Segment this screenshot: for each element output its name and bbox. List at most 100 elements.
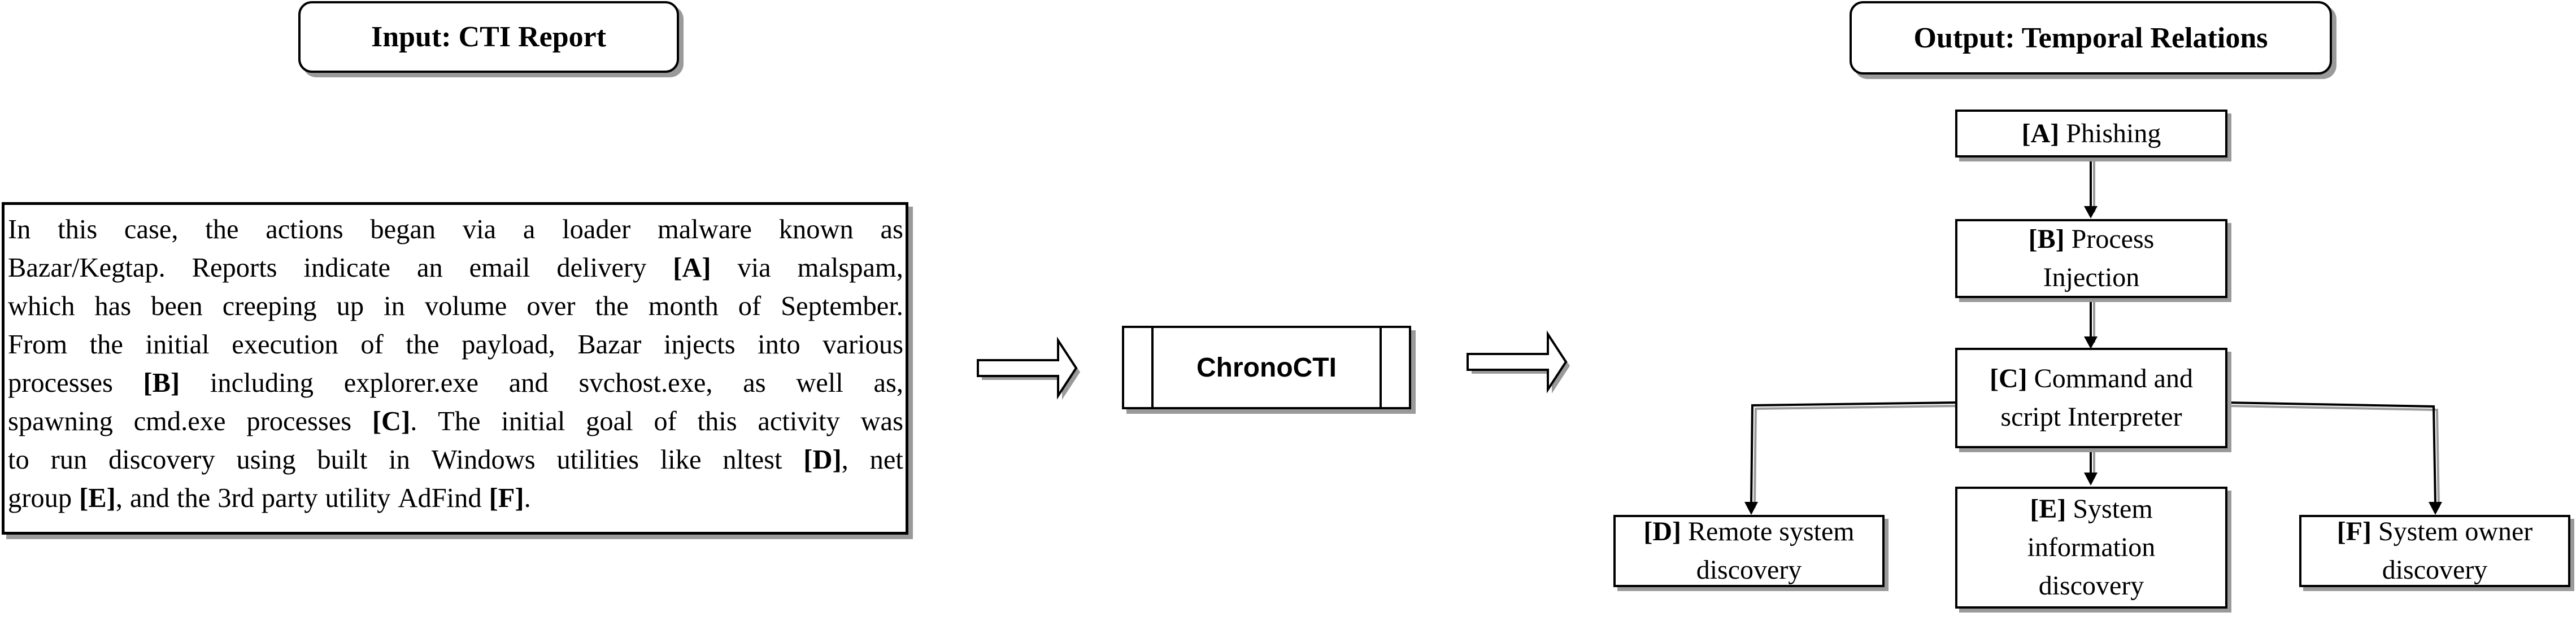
report-word: to — [8, 445, 29, 475]
report-word: using — [236, 445, 296, 475]
report-word: of — [654, 406, 677, 436]
report-word: execution — [232, 330, 338, 360]
report-word: as — [880, 215, 903, 244]
report-word: loader — [562, 215, 631, 244]
report-word: the — [89, 330, 123, 360]
node-text: Command and — [2034, 364, 2193, 393]
report-word: group — [8, 483, 72, 513]
report-word: creeping — [222, 291, 317, 321]
node-label: [A] Phishing — [2022, 115, 2161, 153]
report-word: 3rd — [217, 483, 254, 513]
report-word: net — [869, 445, 903, 475]
report-word: goal — [586, 406, 633, 436]
report-word: been — [151, 291, 203, 321]
report-word: in — [384, 291, 405, 321]
report-word: spawning — [8, 406, 113, 436]
node-a-phishing: [A] Phishing — [1955, 110, 2227, 158]
report-word: this — [58, 215, 98, 244]
report-word: Windows — [431, 445, 536, 475]
report-word: [E], — [79, 483, 123, 513]
report-word: the — [406, 330, 440, 360]
report-word: AdFind — [398, 483, 482, 513]
node-tag: [D] — [1643, 517, 1681, 546]
report-word: built — [317, 445, 368, 475]
node-label-line: discovery — [1643, 551, 1854, 589]
report-word: malware — [658, 215, 752, 244]
report-word: and — [129, 483, 169, 513]
report-word: and — [508, 368, 549, 398]
report-word: utility — [325, 483, 391, 513]
node-text: discovery — [2038, 571, 2144, 601]
node-text: System — [2073, 494, 2153, 524]
report-word: explorer.exe — [343, 368, 479, 398]
report-word: including — [210, 368, 314, 398]
flow-arrow-output — [1467, 330, 1570, 393]
model-box-left-rail — [1151, 328, 1154, 407]
node-label-line: [D] Remote system — [1643, 513, 1854, 551]
report-word: has — [94, 291, 132, 321]
report-word: malspam, — [797, 253, 903, 283]
output-title: Output: Temporal Relations — [1850, 1, 2332, 75]
node-label-line: [C] Command and — [1990, 360, 2193, 398]
edge-b-c — [2084, 298, 2098, 349]
node-tag: [F] — [2336, 517, 2372, 546]
report-word: the — [595, 291, 629, 321]
report-word: indicate — [303, 253, 391, 283]
report-word: a — [523, 215, 536, 244]
node-label-line: discovery — [2027, 567, 2156, 605]
node-label-line: [E] System — [2027, 490, 2156, 528]
report-word: email — [469, 253, 530, 283]
report-word: an — [416, 253, 443, 283]
report-word: as — [743, 368, 766, 398]
report-word: [D], — [803, 445, 848, 475]
node-text: System owner — [2378, 517, 2533, 546]
report-word: delivery — [556, 253, 647, 283]
report-word: activity — [758, 406, 840, 436]
report-word: case, — [124, 215, 179, 244]
report-word: the — [205, 215, 239, 244]
edge-c-e — [2084, 449, 2098, 486]
report-word: payload, — [462, 330, 555, 360]
edge-c-f — [2225, 401, 2442, 515]
node-tag: [C] — [1990, 364, 2027, 393]
input-title: Input: CTI Report — [298, 1, 679, 73]
report-word: over — [526, 291, 576, 321]
node-label-line: [B] Process — [2029, 220, 2155, 259]
report-word: Bazar — [577, 330, 642, 360]
report-word: in — [389, 445, 410, 475]
report-word: The — [438, 406, 481, 436]
report-word: the — [176, 483, 211, 513]
report-word: initial — [501, 406, 565, 436]
report-word: well — [796, 368, 843, 398]
report-word: like — [660, 445, 702, 475]
report-word: processes — [8, 368, 113, 398]
report-word: via — [737, 253, 771, 283]
report-word: known — [778, 215, 854, 244]
model-box-right-rail — [1380, 328, 1382, 407]
report-word: party — [261, 483, 318, 513]
report-word: run — [50, 445, 88, 475]
report-word: began — [370, 215, 436, 244]
report-word: which — [8, 291, 75, 321]
node-label-line: [F] System owner — [2337, 513, 2533, 551]
flow-arrow-input — [977, 336, 1080, 400]
report-word: Reports — [192, 253, 277, 283]
node-text: discovery — [2382, 555, 2488, 585]
report-word: processes — [246, 406, 352, 436]
report-word: [A] — [673, 253, 711, 283]
report-word: cmd.exe — [133, 406, 226, 436]
node-text: Phishing — [2066, 118, 2161, 148]
node-label-line: information — [2027, 528, 2156, 567]
report-word: utilities — [556, 445, 639, 475]
